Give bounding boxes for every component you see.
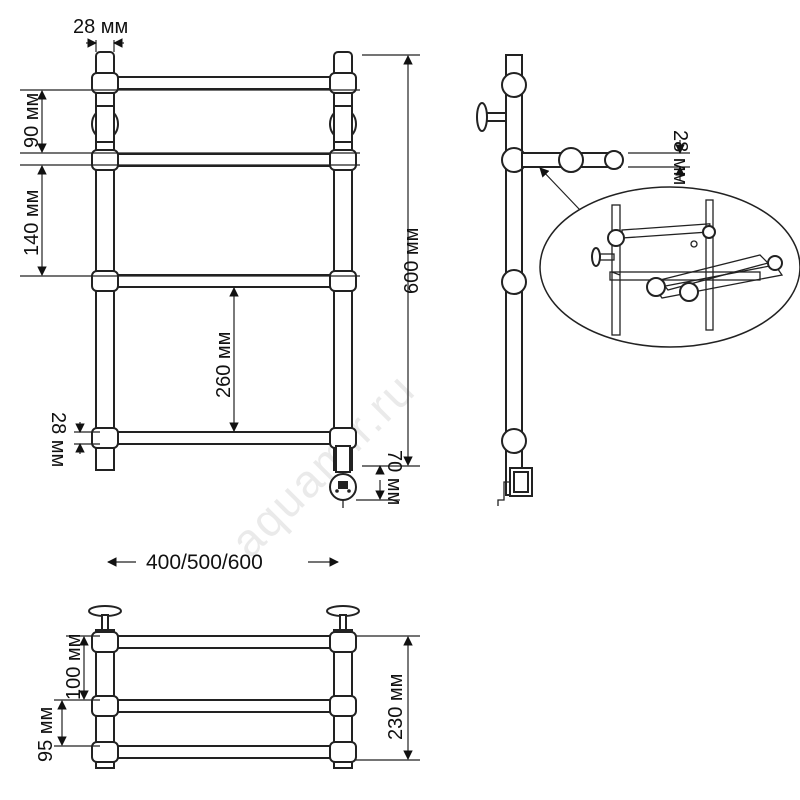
dim-spacing-90: 90 мм [21,93,43,148]
dim-side-pipe: 28 мм [669,130,691,185]
bar-3 [113,274,335,288]
dim-depth-230: 230 мм [385,674,407,740]
dim-pipe-top: 28 мм [73,16,128,38]
side-view: 28 мм [476,54,800,506]
width-dimension: 400/500/600 [107,551,339,574]
dim-depth-100: 100 мм [63,634,85,700]
dim-spacing-260: 260 мм [213,332,235,398]
dim-pipe-bottom: 28 мм [47,412,69,467]
dim-depth-95: 95 мм [35,707,57,762]
bar-2 [113,153,335,167]
detail-3d-view [591,199,784,336]
dim-spacing-140: 140 мм [21,190,43,256]
dim-connector-70: 70 мм [383,450,405,505]
dim-width: 400/500/600 [146,551,263,574]
bar-1 [113,76,335,90]
detail-callout [539,186,800,348]
dim-height-600: 600 мм [401,228,423,294]
bar-4 [113,431,335,445]
side-wall-mount-icon [476,102,488,132]
front-view: 28 мм 90 мм 140 мм 260 мм 28 мм 600 мм 7… [20,16,423,508]
top-view: 100 мм 95 мм 230 мм [35,605,420,769]
